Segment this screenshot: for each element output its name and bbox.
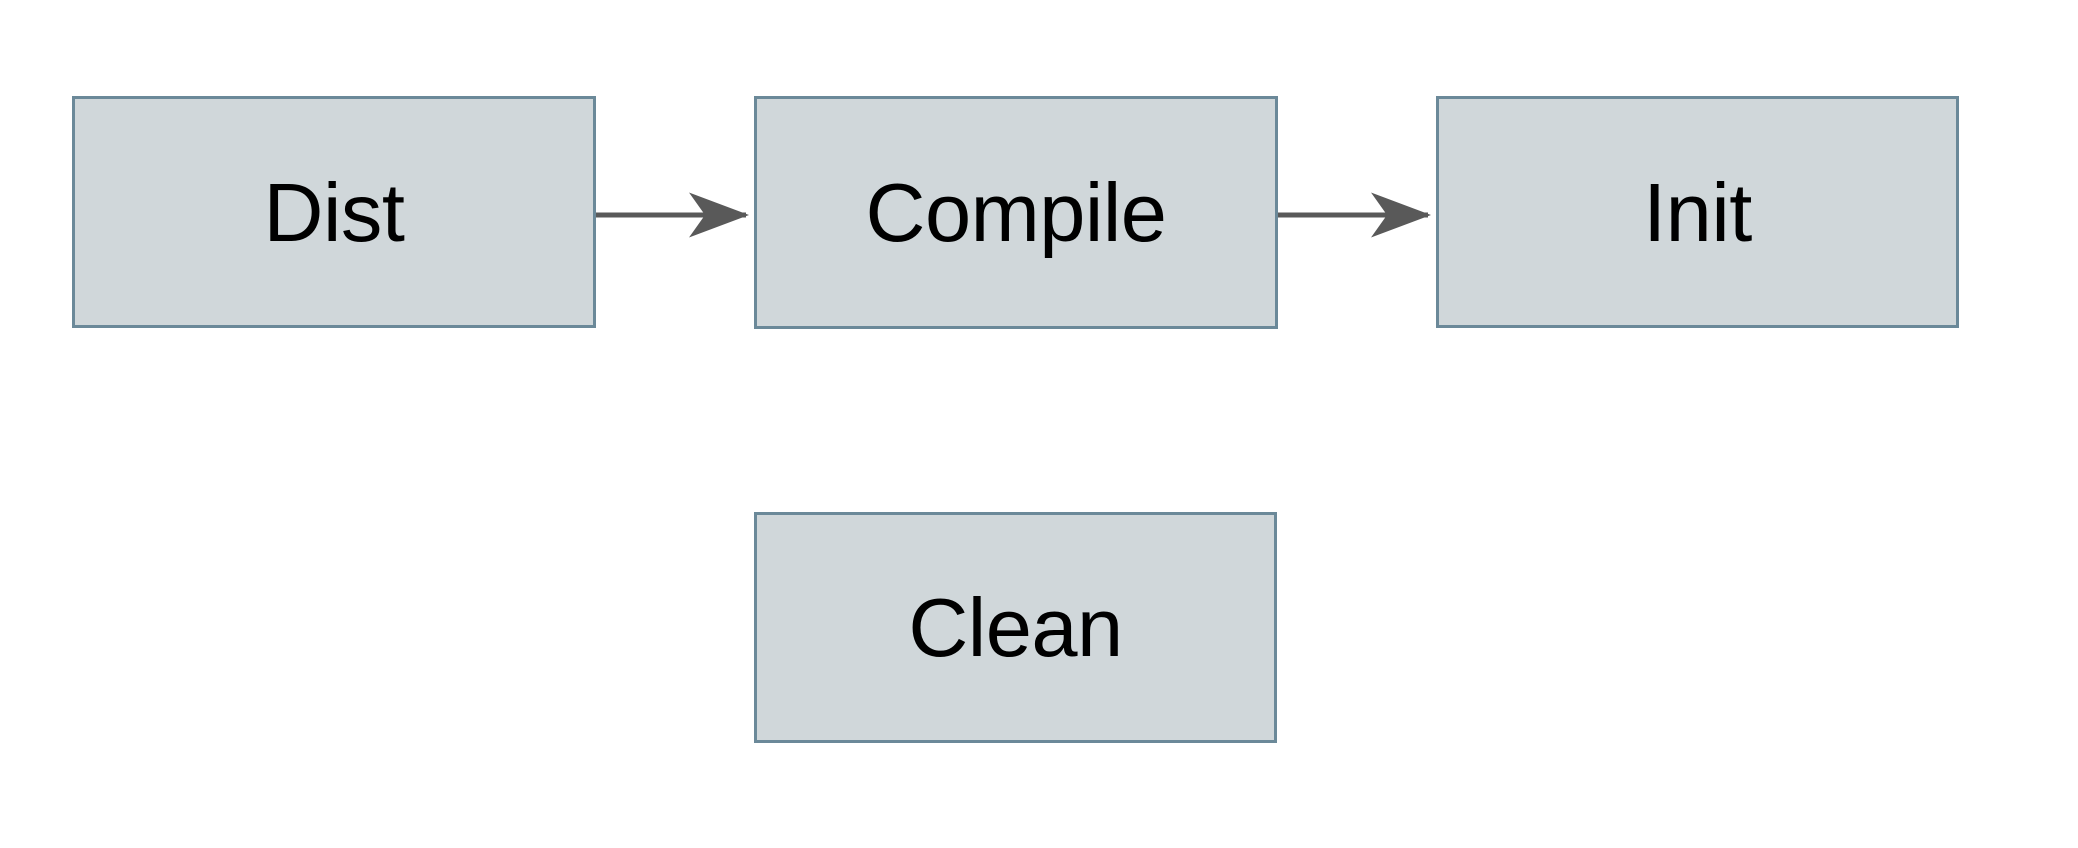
node-compile-label: Compile (865, 166, 1167, 259)
node-dist[interactable]: Dist (72, 96, 596, 328)
node-init[interactable]: Init (1436, 96, 1959, 328)
node-compile[interactable]: Compile (754, 96, 1278, 329)
node-init-label: Init (1643, 165, 1752, 259)
node-clean[interactable]: Clean (754, 512, 1277, 743)
node-dist-label: Dist (263, 165, 405, 259)
node-clean-label: Clean (908, 581, 1123, 674)
